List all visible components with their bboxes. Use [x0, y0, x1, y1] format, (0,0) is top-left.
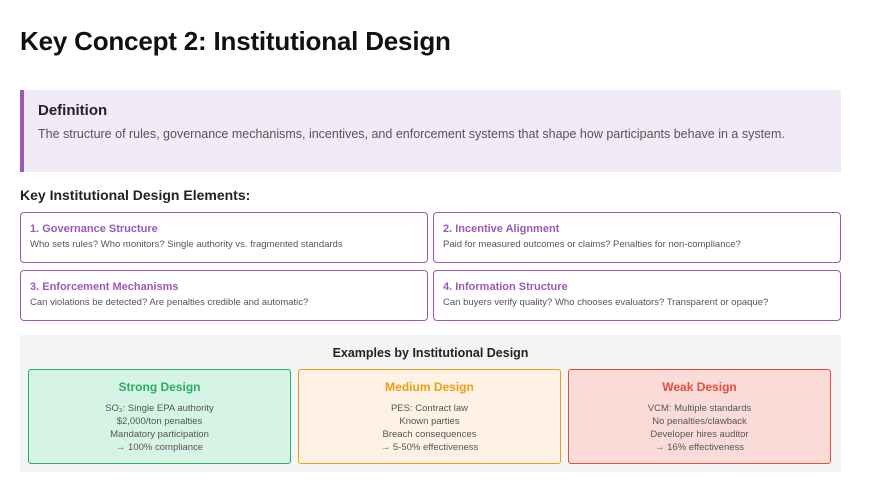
element-card-enforcement: 3. Enforcement Mechanisms Can violations…: [20, 270, 428, 321]
example-line: Mandatory participation: [110, 429, 209, 440]
element-card-title: 3. Enforcement Mechanisms: [30, 281, 179, 293]
element-card-governance: 1. Governance Structure Who sets rules? …: [20, 212, 428, 263]
example-card-weak: Weak Design VCM: Multiple standards No p…: [568, 369, 831, 464]
example-card-medium: Medium Design PES: Contract law Known pa…: [298, 369, 561, 464]
element-card-title: 1. Governance Structure: [30, 223, 158, 235]
element-card-incentive: 2. Incentive Alignment Paid for measured…: [433, 212, 841, 263]
example-line: $2,000/ton penalties: [116, 416, 203, 427]
example-line: Known parties: [399, 416, 460, 427]
example-line: VCM: Multiple standards: [647, 403, 752, 414]
elements-heading: Key Institutional Design Elements:: [20, 187, 251, 203]
example-title: Medium Design: [385, 380, 474, 394]
example-title: Weak Design: [662, 380, 737, 394]
examples-panel: Examples by Institutional Design Strong …: [20, 335, 841, 472]
definition-heading: Definition: [38, 102, 108, 119]
example-line: SO₂: Single EPA authority: [105, 403, 214, 414]
example-line: → 16% effectiveness: [654, 442, 745, 453]
element-card-text: Can buyers verify quality? Who chooses e…: [443, 297, 769, 308]
example-line: PES: Contract law: [390, 403, 469, 414]
element-card-text: Can violations be detected? Are penaltie…: [30, 297, 309, 308]
element-card-text: Who sets rules? Who monitors? Single aut…: [30, 239, 343, 250]
element-card-text: Paid for measured outcomes or claims? Pe…: [443, 239, 741, 250]
element-card-title: 2. Incentive Alignment: [443, 223, 560, 235]
example-title: Strong Design: [118, 380, 201, 394]
example-card-strong: Strong Design SO₂: Single EPA authority …: [28, 369, 291, 464]
element-card-information: 4. Information Structure Can buyers veri…: [433, 270, 841, 321]
example-line: Breach consequences: [382, 429, 477, 440]
definition-box: Definition The structure of rules, gover…: [20, 90, 841, 172]
page-title: Key Concept 2: Institutional Design: [20, 26, 451, 56]
definition-text: The structure of rules, governance mecha…: [38, 127, 785, 141]
examples-heading: Examples by Institutional Design: [332, 346, 529, 360]
example-line: Developer hires auditor: [650, 429, 749, 440]
element-card-title: 4. Information Structure: [443, 281, 568, 293]
example-line: No penalties/clawback: [652, 416, 747, 427]
example-line: → 100% compliance: [115, 442, 204, 453]
example-line: → 5-50% effectiveness: [380, 442, 479, 453]
